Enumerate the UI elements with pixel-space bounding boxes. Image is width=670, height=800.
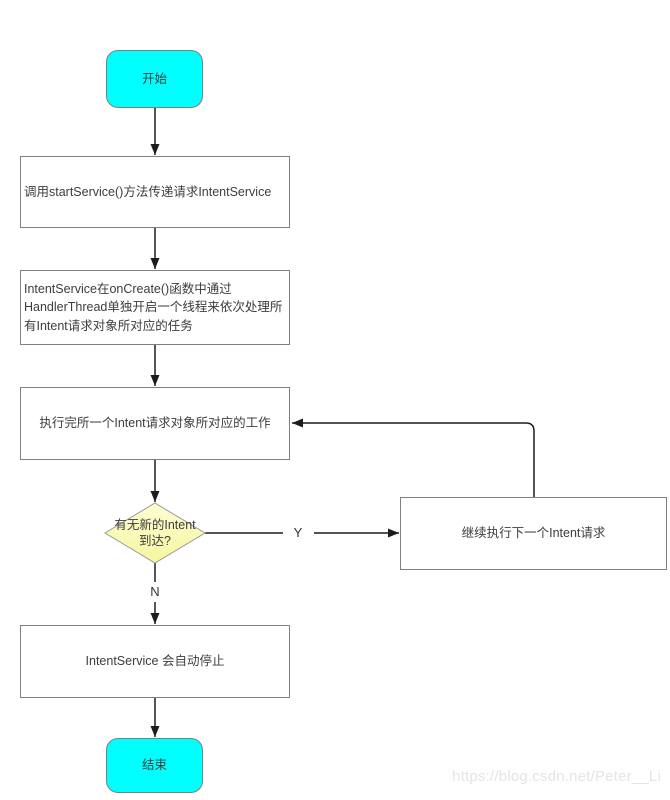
start-node-label: 开始 — [141, 71, 167, 86]
process-call-startservice-label: 调用startService()方法传递请求IntentService — [24, 184, 272, 199]
process-autostop: IntentService 会自动停止 — [20, 625, 290, 698]
process-oncreate-handlerthread-label: IntentService在onCreate()函数中通过 HandlerThr… — [24, 282, 283, 333]
end-node: 结束 — [106, 738, 203, 793]
process-call-startservice: 调用startService()方法传递请求IntentService — [20, 156, 290, 228]
branch-yes-label: Y — [293, 525, 303, 540]
decision-new-intent: 有无新的Intent 到达? — [103, 504, 207, 562]
branch-no-label: N — [150, 584, 160, 599]
end-node-label: 结束 — [141, 758, 167, 773]
process-continue-next-intent-label: 继续执行下一个Intent请求 — [461, 526, 606, 541]
process-autostop-label: IntentService 会自动停止 — [85, 654, 225, 669]
process-continue-next-intent: 继续执行下一个Intent请求 — [400, 497, 667, 570]
process-execute-intent-work: 执行完所一个Intent请求对象所对应的工作 — [20, 387, 290, 460]
process-oncreate-handlerthread: IntentService在onCreate()函数中通过 HandlerThr… — [20, 270, 290, 345]
process-execute-intent-work-label: 执行完所一个Intent请求对象所对应的工作 — [39, 416, 271, 431]
start-node: 开始 — [106, 50, 203, 108]
connector-loopstep-back-to-step3 — [292, 418, 535, 497]
csdn-watermark: https://blog.csdn.net/Peter__Li — [452, 768, 661, 785]
decision-new-intent-label: 有无新的Intent 到达? — [114, 517, 196, 548]
